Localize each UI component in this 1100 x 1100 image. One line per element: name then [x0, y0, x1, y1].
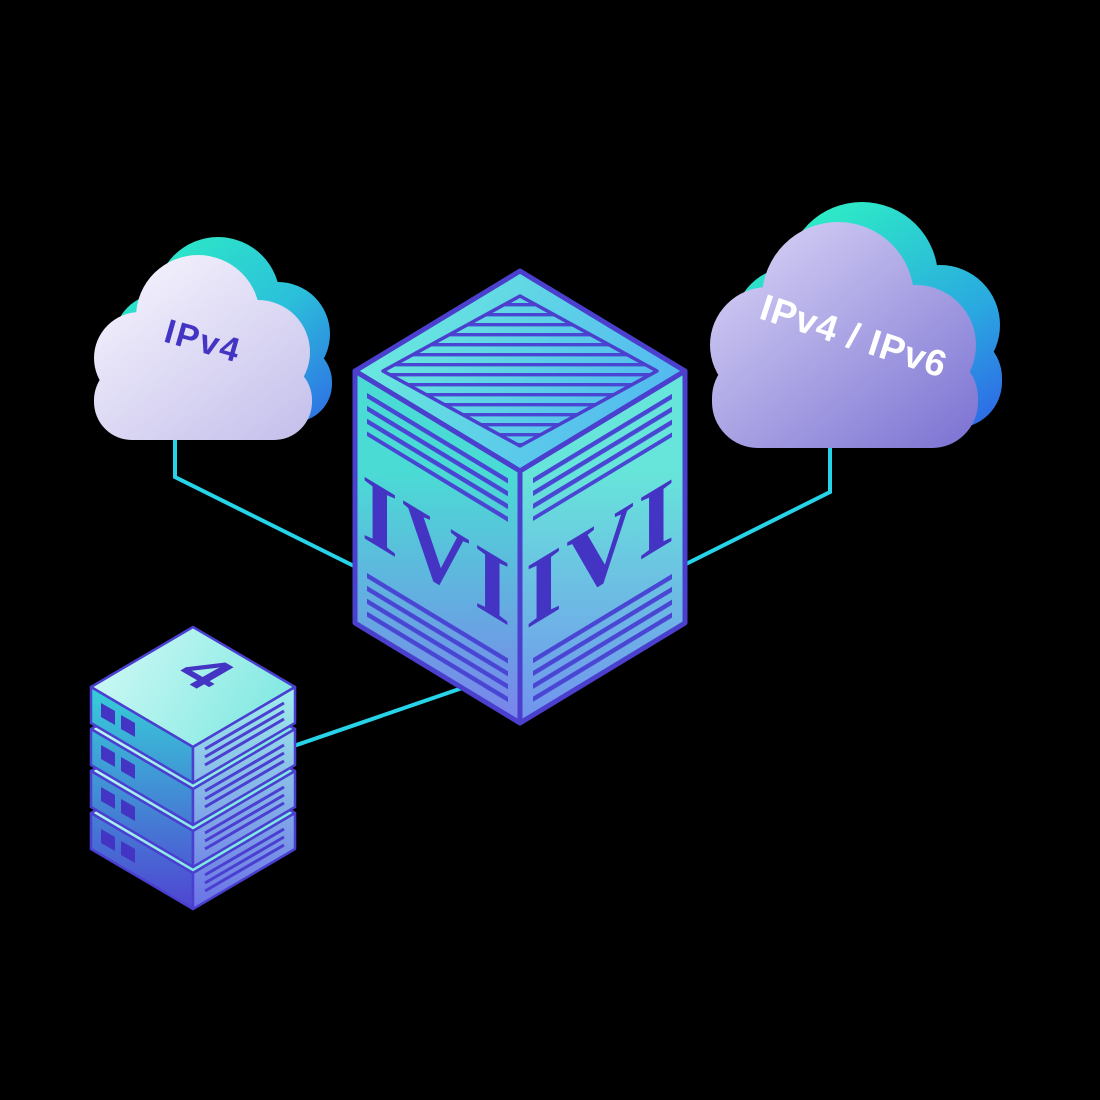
cube-top-vent-panel: [381, 294, 659, 448]
rack-led-square: [121, 841, 135, 863]
rack-unit: [89, 625, 297, 785]
rack-led-square: [121, 715, 135, 737]
rack-vent-lines: [204, 827, 285, 893]
rack-led-square: [101, 829, 115, 851]
rack-vent-lines: [204, 701, 285, 767]
cube-left-bottom-stripes: [367, 572, 508, 704]
ipv4-cloud: IPv4: [94, 237, 332, 440]
dual-stack-cloud: IPv4 / IPv6: [710, 202, 1002, 448]
connector-dualstack-to-translator: [671, 448, 832, 573]
rack-led-square: [101, 787, 115, 809]
rack-led-square: [101, 703, 115, 725]
server-rack: 4: [89, 625, 297, 911]
rack-vent-lines: [204, 743, 285, 809]
connector-ipv4-to-translator: [173, 430, 373, 577]
rack-led-square: [121, 799, 135, 821]
cube-right-top-stripes: [533, 391, 672, 521]
cube-left-top-stripes: [367, 390, 508, 522]
rack-led-square: [101, 745, 115, 767]
cube-right-bottom-stripes: [533, 573, 672, 703]
rack-led-square: [121, 757, 135, 779]
translator-cube: IVI IVI: [352, 268, 688, 726]
rack-vent-lines: [204, 785, 285, 851]
